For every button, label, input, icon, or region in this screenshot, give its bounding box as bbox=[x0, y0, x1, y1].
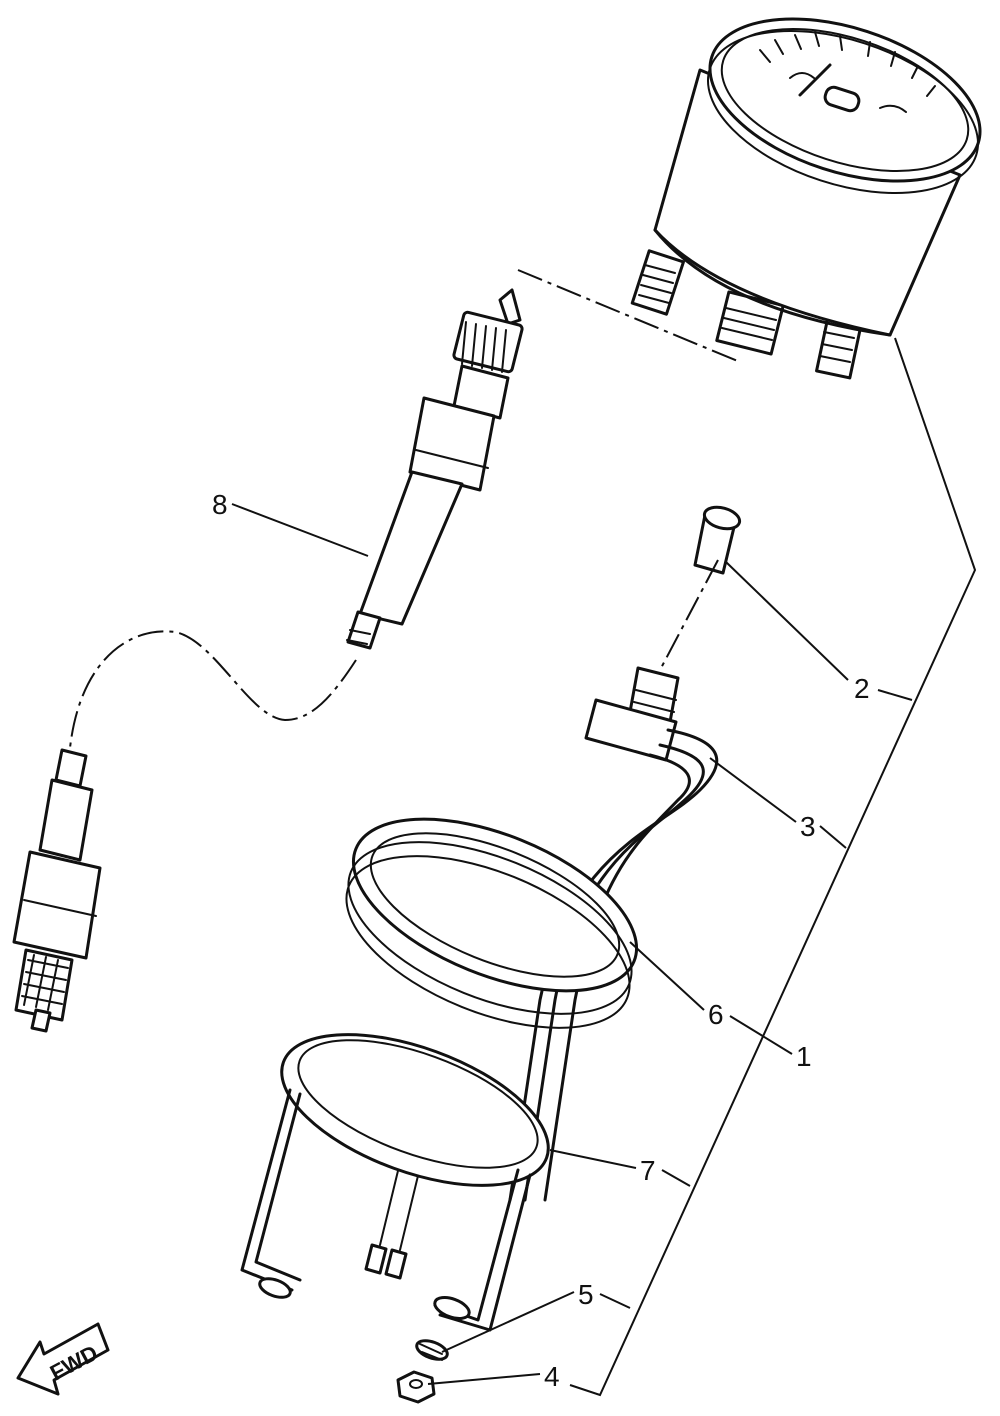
leader-lines bbox=[231, 503, 913, 1385]
nut bbox=[396, 1370, 436, 1404]
callout-6: 6 bbox=[708, 999, 724, 1030]
meter-dial bbox=[759, 31, 936, 113]
callout-4: 4 bbox=[544, 1361, 560, 1392]
callout-8: 8 bbox=[212, 489, 228, 520]
callout-2: 2 bbox=[854, 673, 870, 704]
callout-3: 3 bbox=[800, 811, 816, 842]
cable-fitting bbox=[715, 290, 785, 356]
meter-assembly bbox=[630, 17, 982, 380]
callout-7: 7 bbox=[640, 1155, 656, 1186]
socket-cord bbox=[364, 666, 719, 1280]
bracket bbox=[240, 1033, 550, 1332]
fwd-arrow: FWD bbox=[16, 1322, 110, 1396]
reference-bracket-line bbox=[569, 337, 977, 1397]
grommet bbox=[345, 817, 639, 1029]
mounting-stud-left bbox=[630, 249, 685, 316]
bulb bbox=[693, 505, 742, 575]
meter-cable bbox=[12, 288, 524, 1033]
assembly-lines bbox=[517, 269, 741, 671]
callout-1: 1 bbox=[796, 1041, 812, 1072]
callout-5: 5 bbox=[578, 1279, 594, 1310]
washer bbox=[415, 1339, 449, 1361]
